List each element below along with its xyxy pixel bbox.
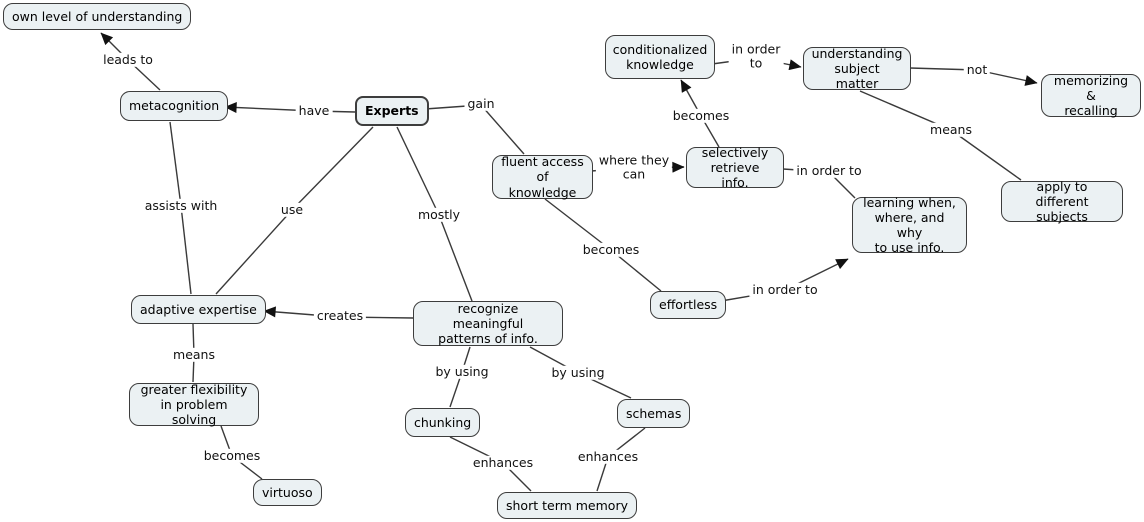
node-apply-to-different-subjects[interactable]: apply to different subjects <box>1001 179 1123 224</box>
link-label-by-using-2[interactable]: by using <box>548 365 608 381</box>
link-label-becomes-3[interactable]: becomes <box>200 448 264 464</box>
link-label-assists-with[interactable]: assists with <box>141 198 221 214</box>
link-label-gain[interactable]: gain <box>464 96 498 112</box>
node-chunking[interactable]: chunking <box>405 408 481 437</box>
link-label-enhances-1[interactable]: enhances <box>469 455 537 471</box>
node-experts[interactable]: Experts <box>355 96 429 126</box>
node-effortless[interactable]: effortless <box>650 291 727 319</box>
link-label-in-order-to-2[interactable]: in order to <box>793 163 865 179</box>
node-understanding-subject-matter[interactable]: understanding subject matter <box>803 46 911 91</box>
link-label-creates[interactable]: creates <box>313 308 367 324</box>
node-short-term-memory[interactable]: short term memory <box>497 492 637 519</box>
node-own-level-of-understanding[interactable]: own level of understanding <box>3 3 192 30</box>
link-label-have[interactable]: have <box>295 103 333 119</box>
link-label-means-2[interactable]: means <box>170 347 218 363</box>
link-label-leads-to[interactable]: leads to <box>100 52 156 68</box>
link-label-mostly[interactable]: mostly <box>414 207 464 223</box>
node-selectively-retrieve-info[interactable]: selectively retrieve info. <box>686 145 784 190</box>
link-label-becomes-2[interactable]: becomes <box>579 242 643 258</box>
link-label-use[interactable]: use <box>277 202 307 218</box>
node-conditionalized-knowledge[interactable]: conditionalized knowledge <box>605 35 715 79</box>
link-label-means-1[interactable]: means <box>927 122 975 138</box>
link-label-in-order-to-1[interactable]: in order to <box>728 42 784 72</box>
link-label-not[interactable]: not <box>963 62 991 78</box>
node-fluent-access-of-knowledge[interactable]: fluent access of knowledge <box>492 154 593 200</box>
node-adaptive-expertise[interactable]: adaptive expertise <box>131 295 266 324</box>
node-metacognition[interactable]: metacognition <box>120 91 229 121</box>
node-virtuoso[interactable]: virtuoso <box>253 479 322 506</box>
link-label-in-order-to-3[interactable]: in order to <box>749 282 821 298</box>
link-label-becomes-1[interactable]: becomes <box>669 108 733 124</box>
node-memorizing-recalling[interactable]: memorizing & recalling <box>1041 73 1141 118</box>
node-learning-when-where-why[interactable]: learning when, where, and why to use inf… <box>852 195 967 255</box>
node-greater-flexibility[interactable]: greater flexibility in problem solving <box>129 382 259 427</box>
node-schemas[interactable]: schemas <box>617 399 691 428</box>
node-recognize-meaningful-patterns[interactable]: recognize meaningful patterns of info. <box>413 301 563 346</box>
link-label-enhances-2[interactable]: enhances <box>574 449 642 465</box>
link-label-where-they-can[interactable]: where they can <box>595 153 673 183</box>
link-label-by-using-1[interactable]: by using <box>432 364 492 380</box>
